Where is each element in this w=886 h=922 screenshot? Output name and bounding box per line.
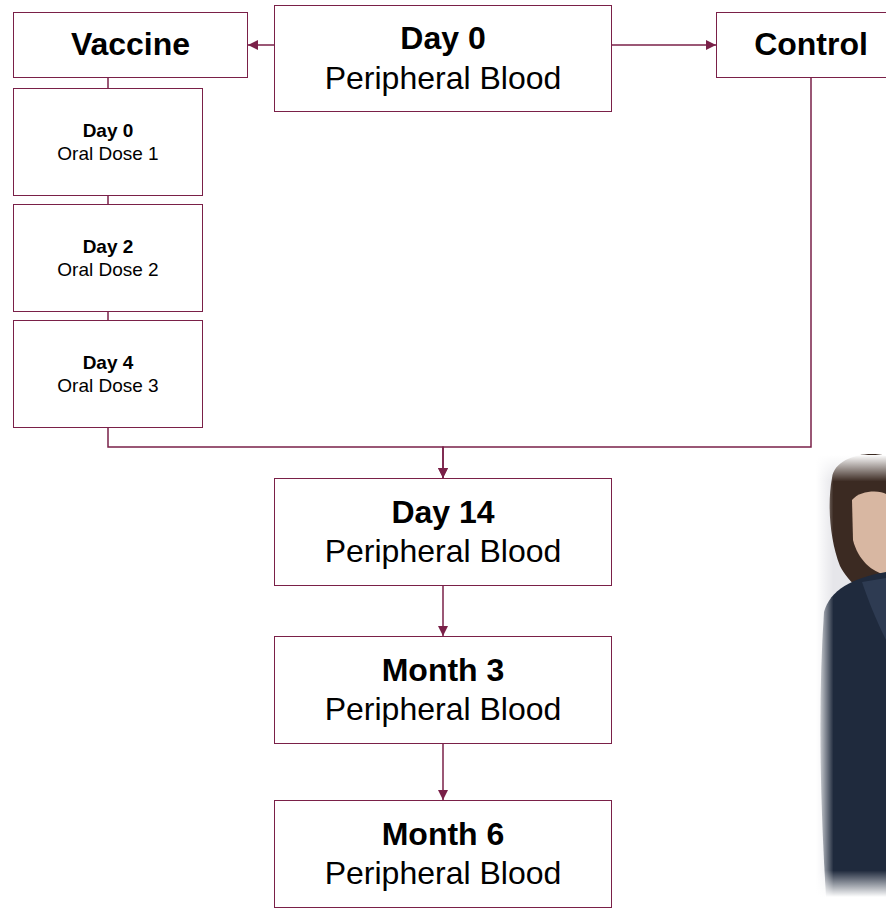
process-box: Control xyxy=(716,12,886,78)
box-text: Peripheral Blood xyxy=(325,854,562,893)
box-heading: Vaccine xyxy=(71,25,190,64)
connector-arrow xyxy=(442,586,444,636)
connector-arrow xyxy=(443,78,811,478)
connector-arrow xyxy=(107,312,109,320)
box-heading: Day 14 xyxy=(391,493,494,532)
process-box: Vaccine xyxy=(13,12,248,78)
connector-arrow xyxy=(442,744,444,800)
process-box: Day 0Peripheral Blood xyxy=(274,5,612,112)
box-text: Oral Dose 3 xyxy=(57,374,158,397)
process-box: Day 14Peripheral Blood xyxy=(274,478,612,586)
photo-fade xyxy=(816,455,886,897)
box-heading: Month 3 xyxy=(382,651,505,690)
box-heading: Month 6 xyxy=(382,815,505,854)
connector-arrow xyxy=(107,78,109,88)
process-box: Day 2Oral Dose 2 xyxy=(13,204,203,312)
process-box: Month 3Peripheral Blood xyxy=(274,636,612,744)
box-text: Peripheral Blood xyxy=(325,690,562,729)
box-heading: Day 0 xyxy=(83,119,134,142)
connector-arrow xyxy=(108,428,443,478)
photo-fade xyxy=(816,455,886,897)
box-heading: Day 2 xyxy=(83,235,134,258)
process-box: Month 6Peripheral Blood xyxy=(274,800,612,908)
photo-background xyxy=(816,455,886,897)
box-heading: Day 4 xyxy=(83,351,134,374)
connector-arrow xyxy=(612,44,716,46)
process-box: Day 4Oral Dose 3 xyxy=(13,320,203,428)
box-heading: Day 0 xyxy=(400,19,485,58)
box-text: Oral Dose 2 xyxy=(57,258,158,281)
connector-arrow xyxy=(248,44,274,46)
process-box: Day 0Oral Dose 1 xyxy=(13,88,203,196)
connector-arrow xyxy=(107,196,109,204)
box-text: Peripheral Blood xyxy=(325,532,562,571)
box-text: Oral Dose 1 xyxy=(57,142,158,165)
box-heading: Control xyxy=(754,25,868,64)
box-text: Peripheral Blood xyxy=(325,59,562,98)
